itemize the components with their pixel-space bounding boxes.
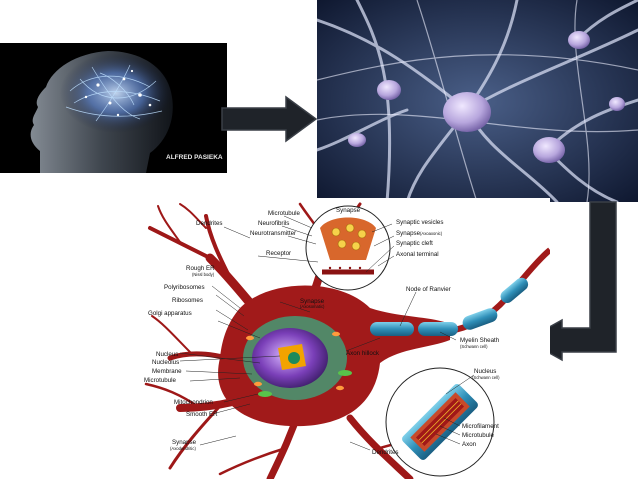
label-dendrites-bottom: Dendrites — [372, 449, 398, 456]
neuron-network-illustration — [317, 0, 638, 202]
label-microtubule-left: Microtubule — [144, 377, 177, 384]
label-myelin-sheath-sub: (Schwann cell) — [460, 344, 488, 349]
label-receptor: Receptor — [266, 250, 291, 257]
neuron-network-photo — [317, 0, 638, 202]
right-arrow-icon — [221, 95, 318, 143]
label-synapse-axoaxonic: Synapse — [396, 230, 421, 237]
myelin-sheath — [370, 277, 529, 336]
label-myelin-sheath: Myelin Sheath — [460, 337, 500, 344]
label-microfilament: Microfilament — [462, 423, 499, 430]
label-dendrites-top: Dendrites — [196, 220, 222, 227]
label-nucleolus: Nucleolus — [152, 359, 179, 366]
label-neurofibrils: Neurofibrils — [258, 220, 289, 227]
label-rough-er: Rough ER — [186, 265, 215, 272]
photo-credit: ALFRED PASIEKA — [166, 154, 223, 161]
label-nucleus-schwann-sub: (Schwann cell) — [472, 375, 500, 380]
label-mitochondrion: Mitochondrion — [174, 399, 213, 406]
label-axonal-terminal: Axonal terminal — [396, 251, 439, 258]
label-synapse-axodendritic: Synapse — [172, 439, 197, 446]
label-synaptic-vesicles: Synaptic vesicles — [396, 219, 443, 226]
axon-inset — [385, 367, 495, 477]
head-brain-photo: ALFRED PASIEKA — [0, 43, 227, 173]
label-synapse-axodendritic-sub: (Axodendritic) — [170, 446, 196, 451]
label-synapse-axosomatic: Synapse — [300, 298, 325, 305]
label-membrane: Membrane — [152, 368, 182, 375]
label-polyribosomes: Polyribosomes — [164, 284, 205, 291]
label-golgi-apparatus: Golgi apparatus — [148, 310, 192, 317]
label-microtubule-inset: Microtubule — [462, 432, 495, 439]
label-nucleus-schwann: Nucleus — [474, 368, 496, 375]
label-smooth-er: Smooth ER — [186, 411, 218, 418]
label-axon: Axon — [462, 441, 477, 448]
label-node-of-ranvier: Node of Ranvier — [406, 286, 451, 293]
label-rough-er-sub: (Nissl body) — [192, 272, 215, 277]
label-microtubule-top: Microtubule — [268, 210, 301, 217]
label-ribosomes: Ribosomes — [172, 297, 203, 304]
label-axon-hillock: Axon hillock — [346, 350, 380, 357]
label-synaptic-cleft: Synaptic cleft — [396, 240, 433, 247]
label-synapse-top: Synapse — [336, 207, 361, 214]
neuron-anatomy-diagram: Dendrites Microtubule Neurofibrils Neuro… — [140, 198, 550, 479]
head-brain-illustration: ALFRED PASIEKA — [0, 43, 227, 173]
label-synapse-axoaxonic-sub: (Axoaxonic) — [420, 231, 443, 236]
label-synapse-axosomatic-sub: (Axosomatic) — [300, 304, 325, 309]
synapse-inset — [305, 205, 391, 291]
neuron-anatomy-svg: Dendrites Microtubule Neurofibrils Neuro… — [144, 202, 550, 479]
label-neurotransmitter: Neurotransmitter — [250, 230, 296, 237]
label-nucleus: Nucleus — [156, 351, 178, 358]
